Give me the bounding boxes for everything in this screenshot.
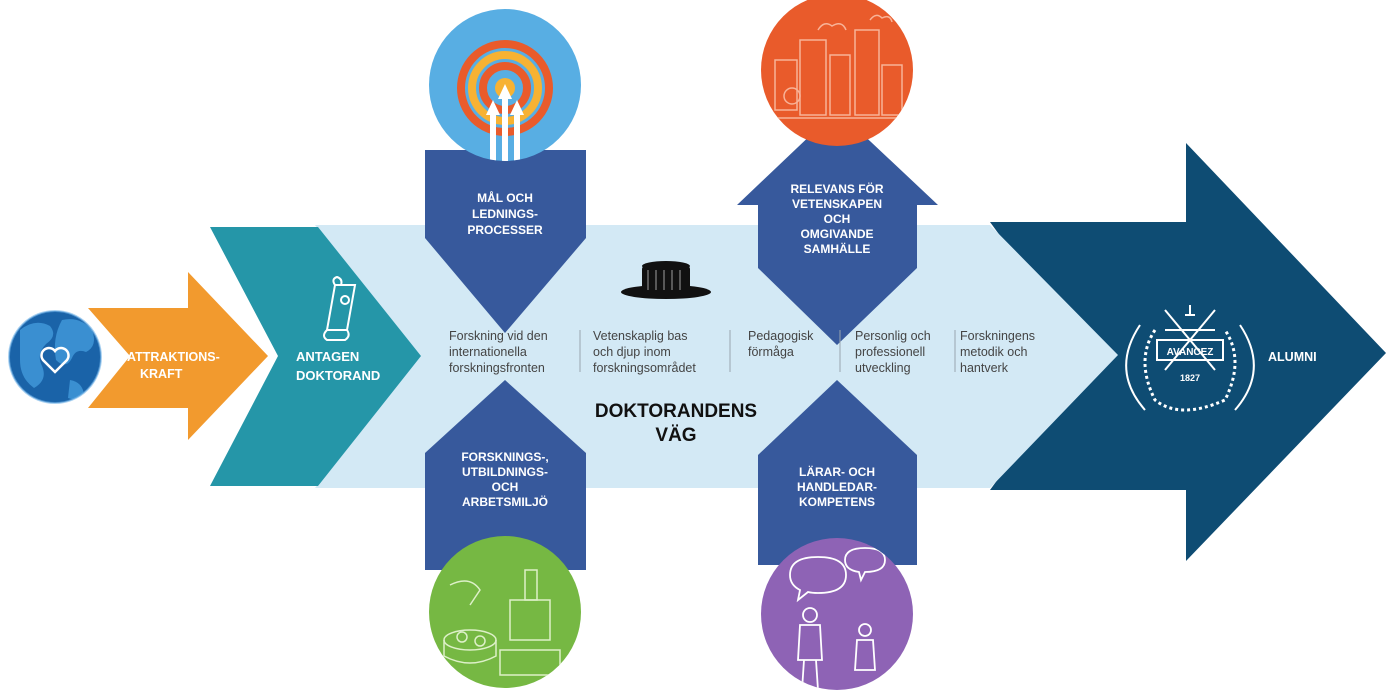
influence-label-line: LÄRAR- OCH [799, 464, 875, 479]
component-line: utveckling [855, 361, 911, 375]
alumni-arrow [990, 143, 1386, 561]
influence-label-line: OCH [492, 480, 519, 494]
component-line: professionell [855, 345, 925, 359]
component-line: Forskning vid den [449, 329, 548, 343]
people-speech-icon [761, 538, 913, 690]
component-line: Vetenskaplig bas [593, 329, 688, 343]
influence-label-line: FORSKNINGS-, [461, 450, 548, 464]
admitted-label-line: ANTAGEN [296, 349, 359, 364]
path-title-line: DOKTORANDENS [595, 401, 757, 422]
component-scientific-base: Vetenskaplig bas och djup inom forskning… [593, 329, 696, 375]
influence-label-line: OMGIVANDE [800, 227, 873, 241]
attraction-label-line: ATTRAKTIONS- [127, 350, 220, 364]
component-research-front: Forskning vid den internationella forskn… [449, 329, 548, 375]
influence-label-competence: LÄRAR- OCH HANDLEDAR- KOMPETENS [797, 464, 877, 509]
influence-label-line: OCH [824, 212, 851, 226]
component-line: forskningsområdet [593, 361, 696, 375]
path-title: DOKTORANDENS VÄG [595, 401, 757, 446]
attraction-label: ATTRAKTIONS- KRAFT [127, 350, 220, 381]
influence-label-line: VETENSKAPEN [792, 197, 882, 211]
kth-seal-icon [1125, 305, 1255, 412]
component-line: forskningsfronten [449, 361, 545, 375]
influence-label-line: RELEVANS FÖR [790, 181, 883, 196]
component-line: metodik och [960, 345, 1027, 359]
influence-label-goals: MÅL OCH LEDNINGS- PROCESSER [467, 190, 543, 237]
lab-equipment-icon [429, 536, 581, 688]
influence-arrow-goals [425, 150, 586, 333]
component-line: Pedagogisk [748, 329, 814, 343]
influence-label-line: ARBETSMILJÖ [462, 494, 548, 509]
influence-label-line: HANDLEDAR- [797, 480, 877, 494]
influence-arrow-competence [758, 380, 917, 565]
component-separators [579, 330, 956, 372]
component-line: hantverk [960, 361, 1009, 375]
path-title-line: VÄG [655, 425, 696, 446]
influence-label-relevance: RELEVANS FÖR VETENSKAPEN OCH OMGIVANDE S… [790, 181, 883, 256]
admitted-arrow [210, 227, 421, 486]
influence-label-line: KOMPETENS [799, 495, 875, 509]
component-line: förmåga [748, 345, 794, 359]
influence-label-line: UTBILDNINGS- [462, 465, 548, 479]
admitted-label: ANTAGEN DOKTORAND [296, 349, 380, 383]
diploma-scroll-icon [323, 275, 357, 341]
component-line: Forskningens [960, 329, 1035, 343]
influence-arrow-environment [425, 380, 586, 570]
seal-year: 1827 [1180, 373, 1200, 383]
city-icon [761, 0, 913, 146]
influence-label-line: PROCESSER [467, 223, 543, 237]
component-line: internationella [449, 345, 527, 359]
attraction-arrow [88, 272, 268, 440]
target-arrows-icon [429, 9, 581, 161]
component-methodology: Forskningens metodik och hantverk [960, 329, 1035, 375]
influence-label-environment: FORSKNINGS-, UTBILDNINGS- OCH ARBETSMILJ… [461, 450, 548, 509]
influence-label-line: LEDNINGS- [472, 207, 538, 221]
influence-arrow-relevance [737, 110, 938, 345]
component-pedagogy: Pedagogisk förmåga [748, 329, 814, 359]
influence-label-line: SAMHÄLLE [804, 241, 871, 256]
alumni-label: ALUMNI [1268, 350, 1317, 364]
admitted-label-line: DOKTORAND [296, 368, 380, 383]
seal-motto: AVANCEZ [1167, 347, 1214, 358]
attraction-label-line: KRAFT [140, 367, 183, 381]
globe-heart-icon [8, 310, 102, 404]
component-personal-development: Personlig och professionell utveckling [855, 329, 931, 375]
doctoral-hat-icon [621, 261, 711, 299]
influence-label-line: MÅL OCH [477, 190, 533, 205]
component-line: Personlig och [855, 329, 931, 343]
component-line: och djup inom [593, 345, 671, 359]
path-components: Forskning vid den internationella forskn… [449, 329, 1035, 375]
